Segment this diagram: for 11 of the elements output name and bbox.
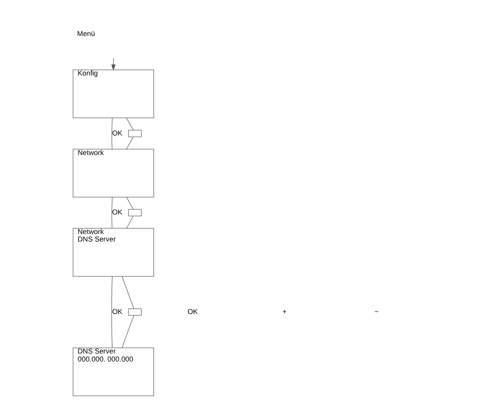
connector [126, 196, 134, 210]
connector [122, 315, 134, 348]
connector [111, 276, 112, 348]
connector [126, 136, 134, 150]
connector [122, 276, 134, 310]
connector [126, 216, 134, 228]
arrow [111, 58, 116, 71]
node-box [128, 308, 142, 316]
node-box [128, 130, 142, 138]
node-box [128, 209, 142, 216]
connector [126, 118, 134, 130]
